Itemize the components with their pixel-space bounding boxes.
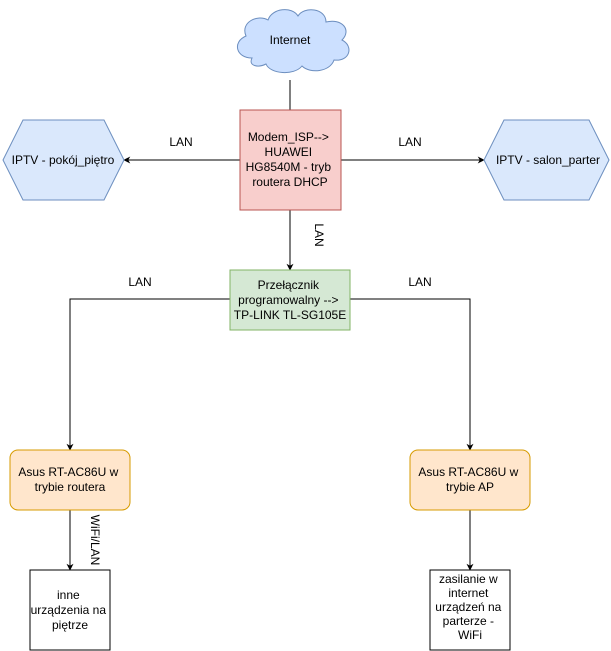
node-devices-right[interactable]: zasilanie w internet urządzeń na parterz… — [429, 569, 511, 651]
switch-box — [229, 269, 351, 331]
node-switch[interactable]: Przełącznik programowalny --> TP-LINK TL… — [229, 269, 351, 331]
node-router-left[interactable]: Asus RT-AC86U w trybie routera — [9, 449, 131, 511]
node-label: Internet — [270, 33, 311, 47]
edges — [66, 80, 485, 571]
edge-label-switch-router-left: LAN — [128, 275, 151, 289]
node-iptv-left[interactable]: IPTV - pokój_piętro — [2, 119, 125, 201]
edge-label-modem-switch: LAN — [312, 223, 326, 246]
edge-label-modem-iptv-right: LAN — [398, 135, 421, 149]
node-label: zasilanie w internet urządzeń na parterz… — [435, 572, 504, 642]
node-label: Asus RT-AC86U w trybie AP — [418, 465, 521, 494]
edge-switch-router-left — [66, 298, 230, 451]
node-internet[interactable]: Internet — [237, 9, 350, 73]
devices-box — [29, 569, 111, 651]
node-label: IPTV - salon_parter — [496, 153, 600, 167]
node-label: inne urządzenia na piętrze — [31, 588, 110, 632]
cloud-shape — [237, 9, 350, 73]
edge-label-switch-router-right: LAN — [408, 275, 431, 289]
node-label: Modem_ISP--> HUAWEI HG8540M - tryb route… — [246, 130, 335, 189]
node-label: IPTV - pokój_piętro — [12, 153, 115, 167]
hexagon-shape — [2, 119, 125, 201]
devices-box — [429, 569, 511, 651]
node-router-right[interactable]: Asus RT-AC86U w trybie AP — [409, 449, 531, 511]
modem-box — [239, 109, 342, 211]
node-modem[interactable]: Modem_ISP--> HUAWEI HG8540M - tryb route… — [239, 109, 342, 211]
edge-labels: LAN LAN LAN LAN LAN WiFi/LAN — [88, 135, 432, 565]
router-box — [409, 449, 531, 511]
hexagon-shape — [483, 119, 610, 201]
node-label: Asus RT-AC86U w trybie routera — [18, 465, 121, 494]
edge-label-modem-iptv-left: LAN — [169, 135, 192, 149]
edge-label-router-left-devices-left: WiFi/LAN — [88, 515, 102, 566]
edge-switch-router-right — [350, 298, 474, 451]
node-label: Przełącznik programowalny --> TP-LINK TL… — [234, 278, 347, 322]
node-devices-left[interactable]: inne urządzenia na piętrze — [29, 569, 111, 651]
node-iptv-right[interactable]: IPTV - salon_parter — [483, 119, 610, 201]
router-box — [9, 449, 131, 511]
